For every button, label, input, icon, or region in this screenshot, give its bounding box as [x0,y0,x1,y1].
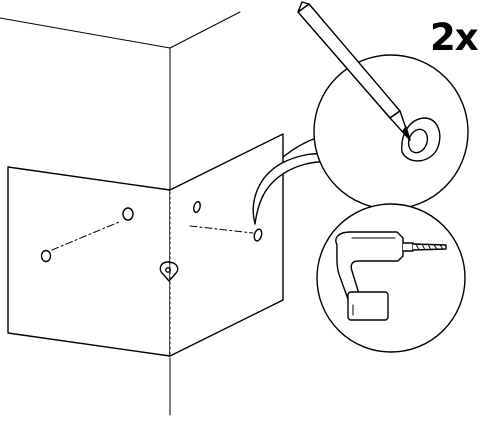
panel-holes [122,200,201,282]
quantity-label: 2x [430,16,479,59]
drill-icon [335,231,447,321]
zoom-circle-marking [313,54,469,210]
zoom-circle-drilling [316,203,466,353]
wall-corner [0,11,241,416]
projection-lines [51,221,254,251]
keyhole [159,261,179,282]
right-panel [169,133,284,357]
left-panel [7,166,171,357]
wall-hole-marks [40,228,263,263]
pencil-icon [297,1,411,141]
callout-arrow-rear [282,137,317,158]
